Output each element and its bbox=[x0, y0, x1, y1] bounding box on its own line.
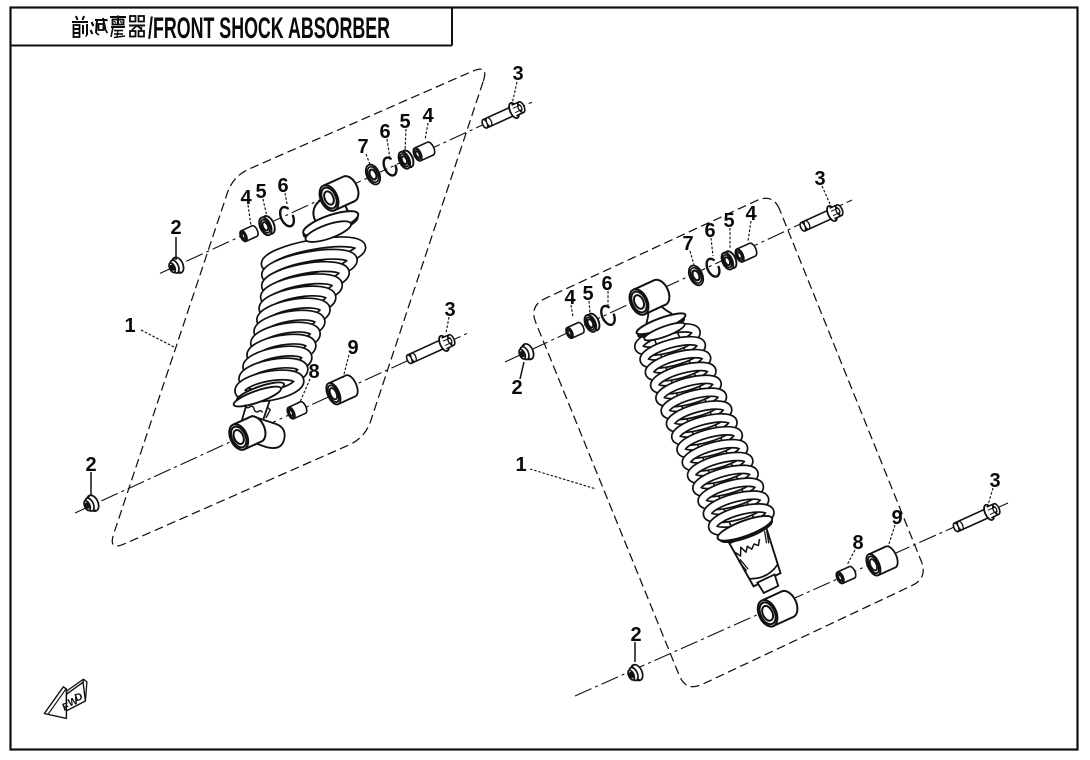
svg-text:W: W bbox=[66, 695, 79, 710]
svg-text:4: 4 bbox=[422, 105, 434, 127]
svg-text:F: F bbox=[61, 700, 71, 714]
svg-text:D: D bbox=[73, 690, 84, 704]
svg-text:6: 6 bbox=[601, 273, 612, 295]
svg-text:8: 8 bbox=[308, 361, 319, 383]
svg-text:5: 5 bbox=[255, 181, 266, 203]
svg-text:2: 2 bbox=[511, 377, 522, 399]
svg-text:7: 7 bbox=[682, 233, 693, 255]
svg-text:4: 4 bbox=[564, 287, 576, 309]
svg-text:4: 4 bbox=[240, 187, 252, 209]
svg-text:9: 9 bbox=[347, 337, 358, 359]
svg-text:5: 5 bbox=[399, 111, 410, 133]
svg-text:3: 3 bbox=[444, 299, 455, 321]
svg-text:2: 2 bbox=[170, 217, 181, 239]
svg-text:2: 2 bbox=[630, 624, 641, 646]
svg-text:7: 7 bbox=[357, 136, 368, 158]
svg-text:4: 4 bbox=[745, 203, 757, 225]
svg-text:1: 1 bbox=[124, 315, 135, 337]
svg-text:3: 3 bbox=[512, 63, 523, 85]
svg-text:/FRONT SHOCK ABSORBER: /FRONT SHOCK ABSORBER bbox=[148, 12, 390, 45]
svg-text:3: 3 bbox=[989, 470, 1000, 492]
svg-text:3: 3 bbox=[814, 168, 825, 190]
svg-text:9: 9 bbox=[891, 507, 902, 529]
svg-text:6: 6 bbox=[379, 121, 390, 143]
svg-text:6: 6 bbox=[704, 220, 715, 242]
svg-text:2: 2 bbox=[85, 454, 96, 476]
svg-text:1: 1 bbox=[515, 454, 526, 476]
svg-text:5: 5 bbox=[723, 210, 734, 232]
svg-text:8: 8 bbox=[852, 532, 863, 554]
svg-text:6: 6 bbox=[277, 175, 288, 197]
svg-text:5: 5 bbox=[582, 283, 593, 305]
